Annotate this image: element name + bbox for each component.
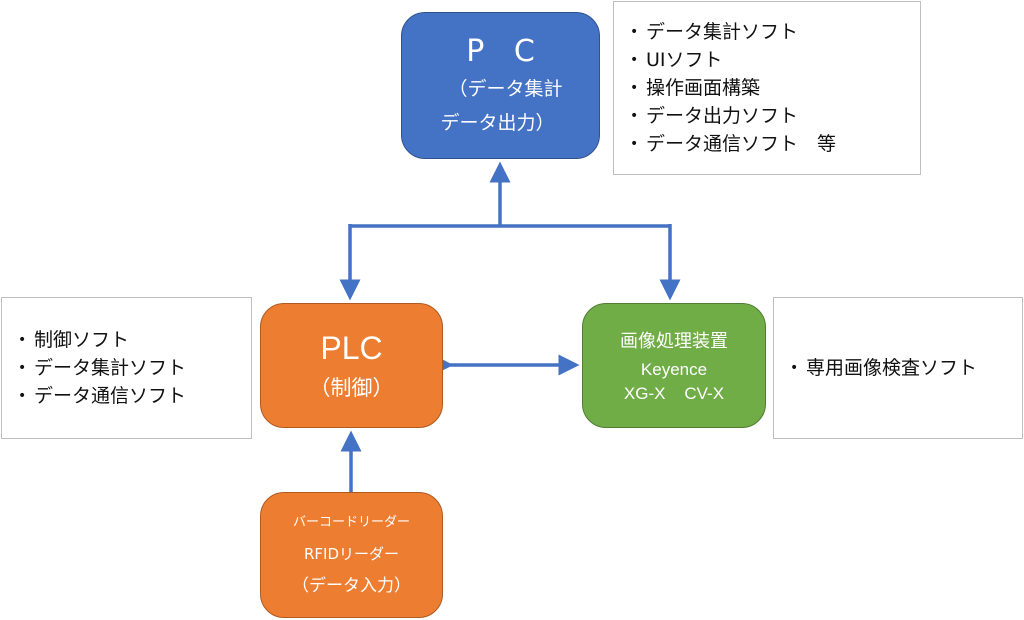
note-item: • 操作画面構築 <box>630 74 920 102</box>
plc-node-subtitle: （制御） <box>309 375 394 400</box>
vision-node: 画像処理装置 Keyence XG-X CV-X <box>582 303 766 428</box>
pc-software-note: • データ集計ソフト • UIソフト • 操作画面構築 • データ出力ソフト • データ通… <box>613 1 921 175</box>
note-item-text: 専用画像検査ソフト <box>806 357 978 379</box>
bullet-icon: • <box>630 136 639 152</box>
input-node-line2: RFIDリーダー <box>303 545 400 563</box>
note-item: • データ出力ソフト <box>630 102 920 130</box>
pc-node-title: P C <box>466 33 545 69</box>
bullet-icon: • <box>630 24 639 40</box>
vision-node-line1: Keyence <box>640 359 708 379</box>
vision-node-line2: XG-X CV-X <box>623 383 725 403</box>
note-item: • UIソフト <box>630 46 920 74</box>
note-item-text: データ通信ソフト <box>34 385 187 407</box>
vision-software-note: • 専用画像検査ソフト <box>773 297 1023 439</box>
note-item-text: データ出力ソフト <box>646 105 799 127</box>
plc-node: PLC （制御） <box>260 303 443 428</box>
plc-node-title: PLC <box>320 329 383 366</box>
bullet-icon: • <box>18 388 27 404</box>
note-item-text: 制御ソフト <box>34 329 130 351</box>
input-node-line1: バーコードリーダー <box>292 515 410 530</box>
pc-node: P C （データ集計 データ出力） <box>401 12 600 159</box>
pc-node-line1: （データ集計 <box>448 77 563 100</box>
bullet-icon: • <box>790 360 799 376</box>
note-item: • 専用画像検査ソフト <box>790 354 1022 382</box>
bullet-icon: • <box>630 80 639 96</box>
note-item: • データ通信ソフト <box>18 382 251 410</box>
pc-node-line2: データ出力） <box>440 111 555 134</box>
note-item: • データ集計ソフト <box>18 354 251 382</box>
note-item: • データ通信ソフト 等 <box>630 130 920 158</box>
note-item-text: データ集計ソフト <box>646 21 799 43</box>
note-item-text: 操作画面構築 <box>646 77 761 99</box>
note-item-text: データ通信ソフト 等 <box>646 133 837 155</box>
plc-software-note: • 制御ソフト • データ集計ソフト • データ通信ソフト <box>1 297 252 439</box>
vision-node-title: 画像処理装置 <box>620 330 728 352</box>
note-item: • データ集計ソフト <box>630 18 920 46</box>
input-device-node: バーコードリーダー RFIDリーダー （データ入力） <box>260 492 443 618</box>
note-item-text: データ集計ソフト <box>34 357 187 379</box>
note-item-text: UIソフト <box>646 49 723 71</box>
bullet-icon: • <box>18 332 27 348</box>
note-item: • 制御ソフト <box>18 326 251 354</box>
bullet-icon: • <box>630 108 639 124</box>
bullet-icon: • <box>18 360 27 376</box>
bullet-icon: • <box>630 52 639 68</box>
input-node-line3: （データ入力） <box>292 576 411 596</box>
